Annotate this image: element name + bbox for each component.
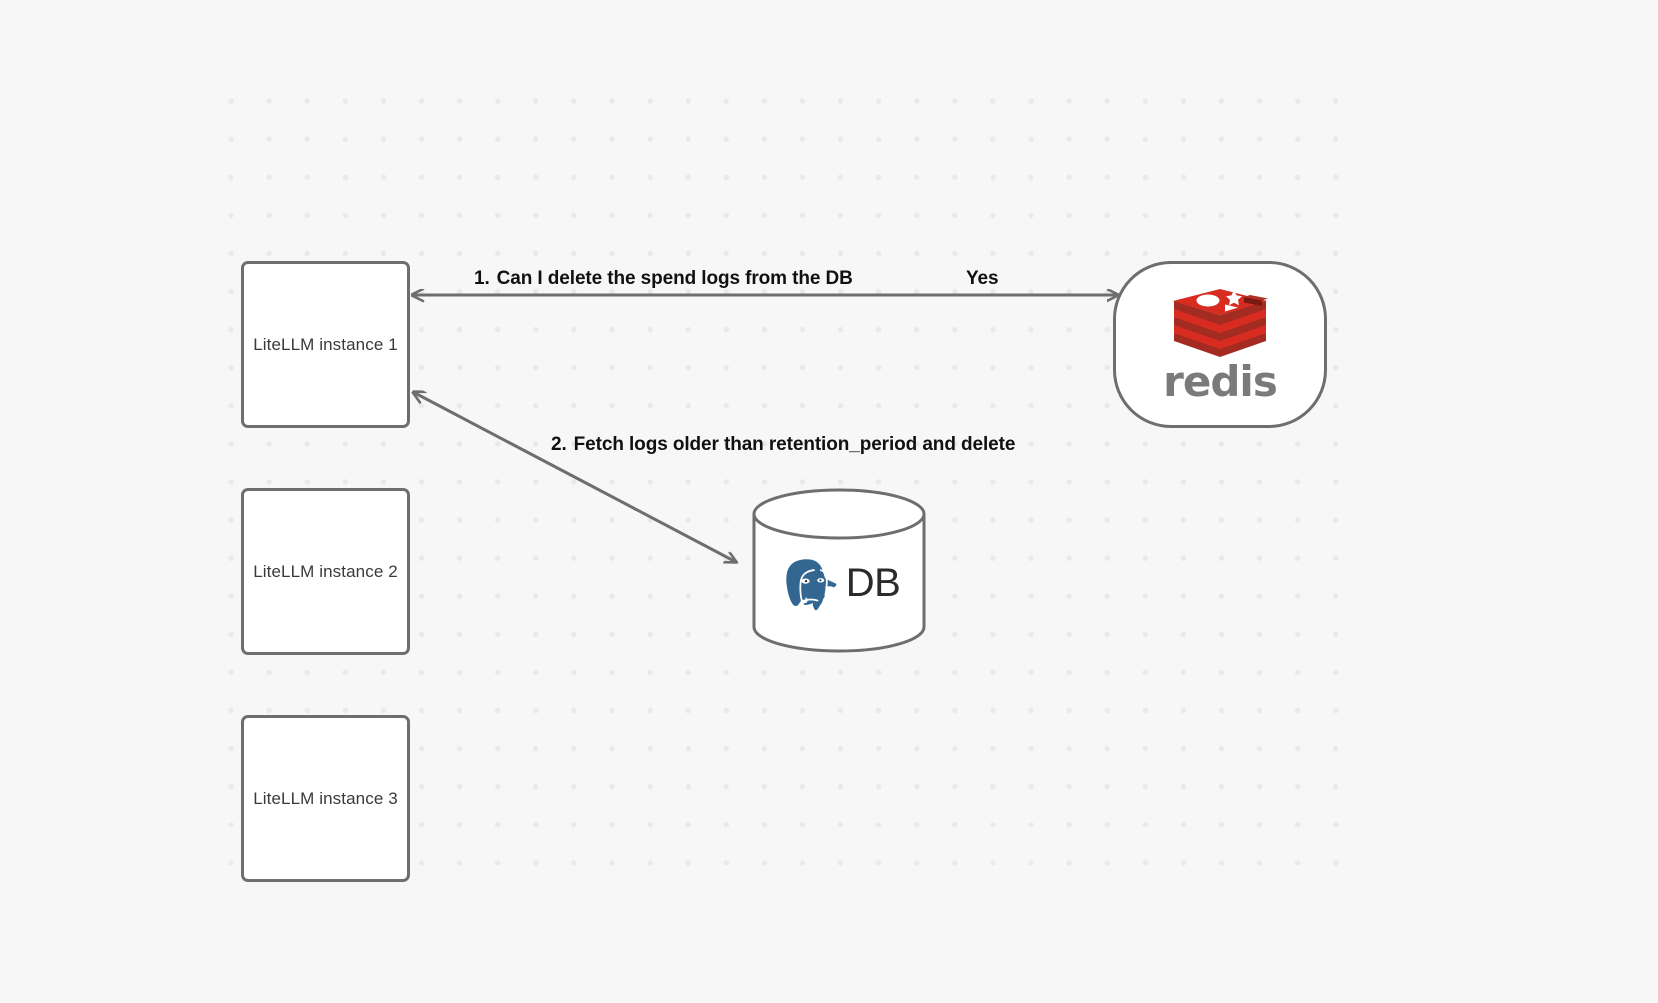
edge-1-text: Can I delete the spend logs from the DB (496, 268, 853, 289)
redis-logo-icon (1173, 288, 1268, 357)
node-litellm-instance-1[interactable]: LiteLLM instance 1 (241, 261, 410, 428)
edge-litellm1-database (413, 392, 736, 562)
edge-2-number: 2. (551, 434, 567, 455)
node-litellm-instance-3[interactable]: LiteLLM instance 3 (241, 715, 410, 882)
edge-1-number: 1. (474, 268, 490, 289)
node-litellm-instance-3-label: LiteLLM instance 3 (253, 788, 398, 808)
edge-1-reply-label: Yes (966, 268, 999, 289)
postgresql-elephant-icon (783, 555, 839, 614)
node-litellm-instance-2-label: LiteLLM instance 2 (253, 561, 398, 581)
node-database[interactable]: DB (751, 488, 927, 653)
database-label: DB (845, 561, 901, 605)
edge-2-label: 2. Fetch logs older than retention_period… (551, 434, 1015, 456)
node-litellm-instance-1-label: LiteLLM instance 1 (253, 334, 398, 354)
edge-2-text: Fetch logs older than retention_period a… (573, 434, 1016, 455)
node-litellm-instance-2[interactable]: LiteLLM instance 2 (241, 488, 410, 655)
edge-1-label: 1. Can I delete the spend logs from the D… (474, 268, 853, 290)
cylinder-shape (752, 488, 926, 653)
redis-wordmark: redis (1163, 356, 1278, 406)
node-redis[interactable]: redis (1113, 261, 1327, 428)
